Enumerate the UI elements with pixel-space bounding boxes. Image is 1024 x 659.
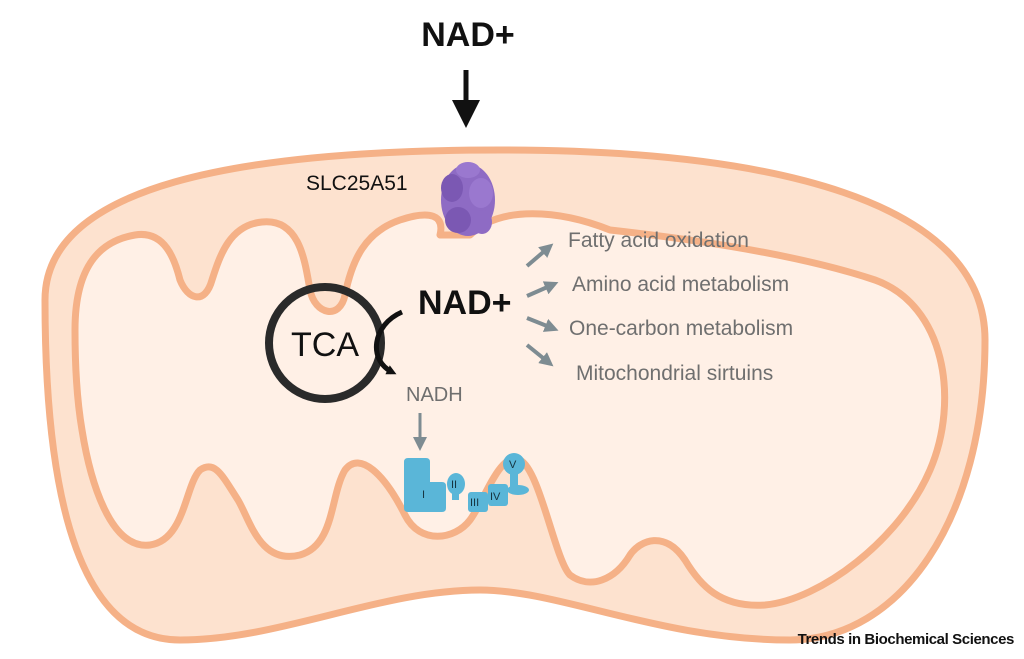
complex-v [503,453,525,475]
tca-label: TCA [291,326,359,364]
nad-to-nadh-arrow [374,309,404,375]
complex-ii-label: II [451,479,457,491]
complex-iii-label: III [470,497,479,509]
output-one-carbon-metabolism: One-carbon metabolism [569,317,793,340]
complex-iv-label: IV [490,491,501,503]
tca-cycle-ring [265,283,385,403]
output-mitochondrial-sirtuins: Mitochondrial sirtuins [576,362,773,385]
journal-credit: Trends in Biochemical Sciences [797,631,1015,648]
output-fatty-acid-oxidation: Fatty acid oxidation [568,229,749,252]
complex-iv [488,484,508,506]
complex-ii [447,473,465,495]
electron-transport-chain [404,453,529,512]
complex-i-label: I [422,489,425,501]
complex-v-label: V [509,459,517,471]
nad-inside-label: NAD+ [418,284,512,322]
slc25a51-transporter [441,162,495,236]
complex-iii [468,492,488,512]
transporter-label: SLC25A51 [306,172,408,195]
inner-membrane [71,210,949,609]
nad-import-arrowhead [452,100,480,128]
output-amino-acid-metabolism: Amino acid metabolism [572,273,789,296]
complex-i [404,458,446,512]
output-arrows [525,243,559,367]
nadh-label: NADH [406,384,463,406]
nad-outside-label: NAD+ [421,16,515,54]
